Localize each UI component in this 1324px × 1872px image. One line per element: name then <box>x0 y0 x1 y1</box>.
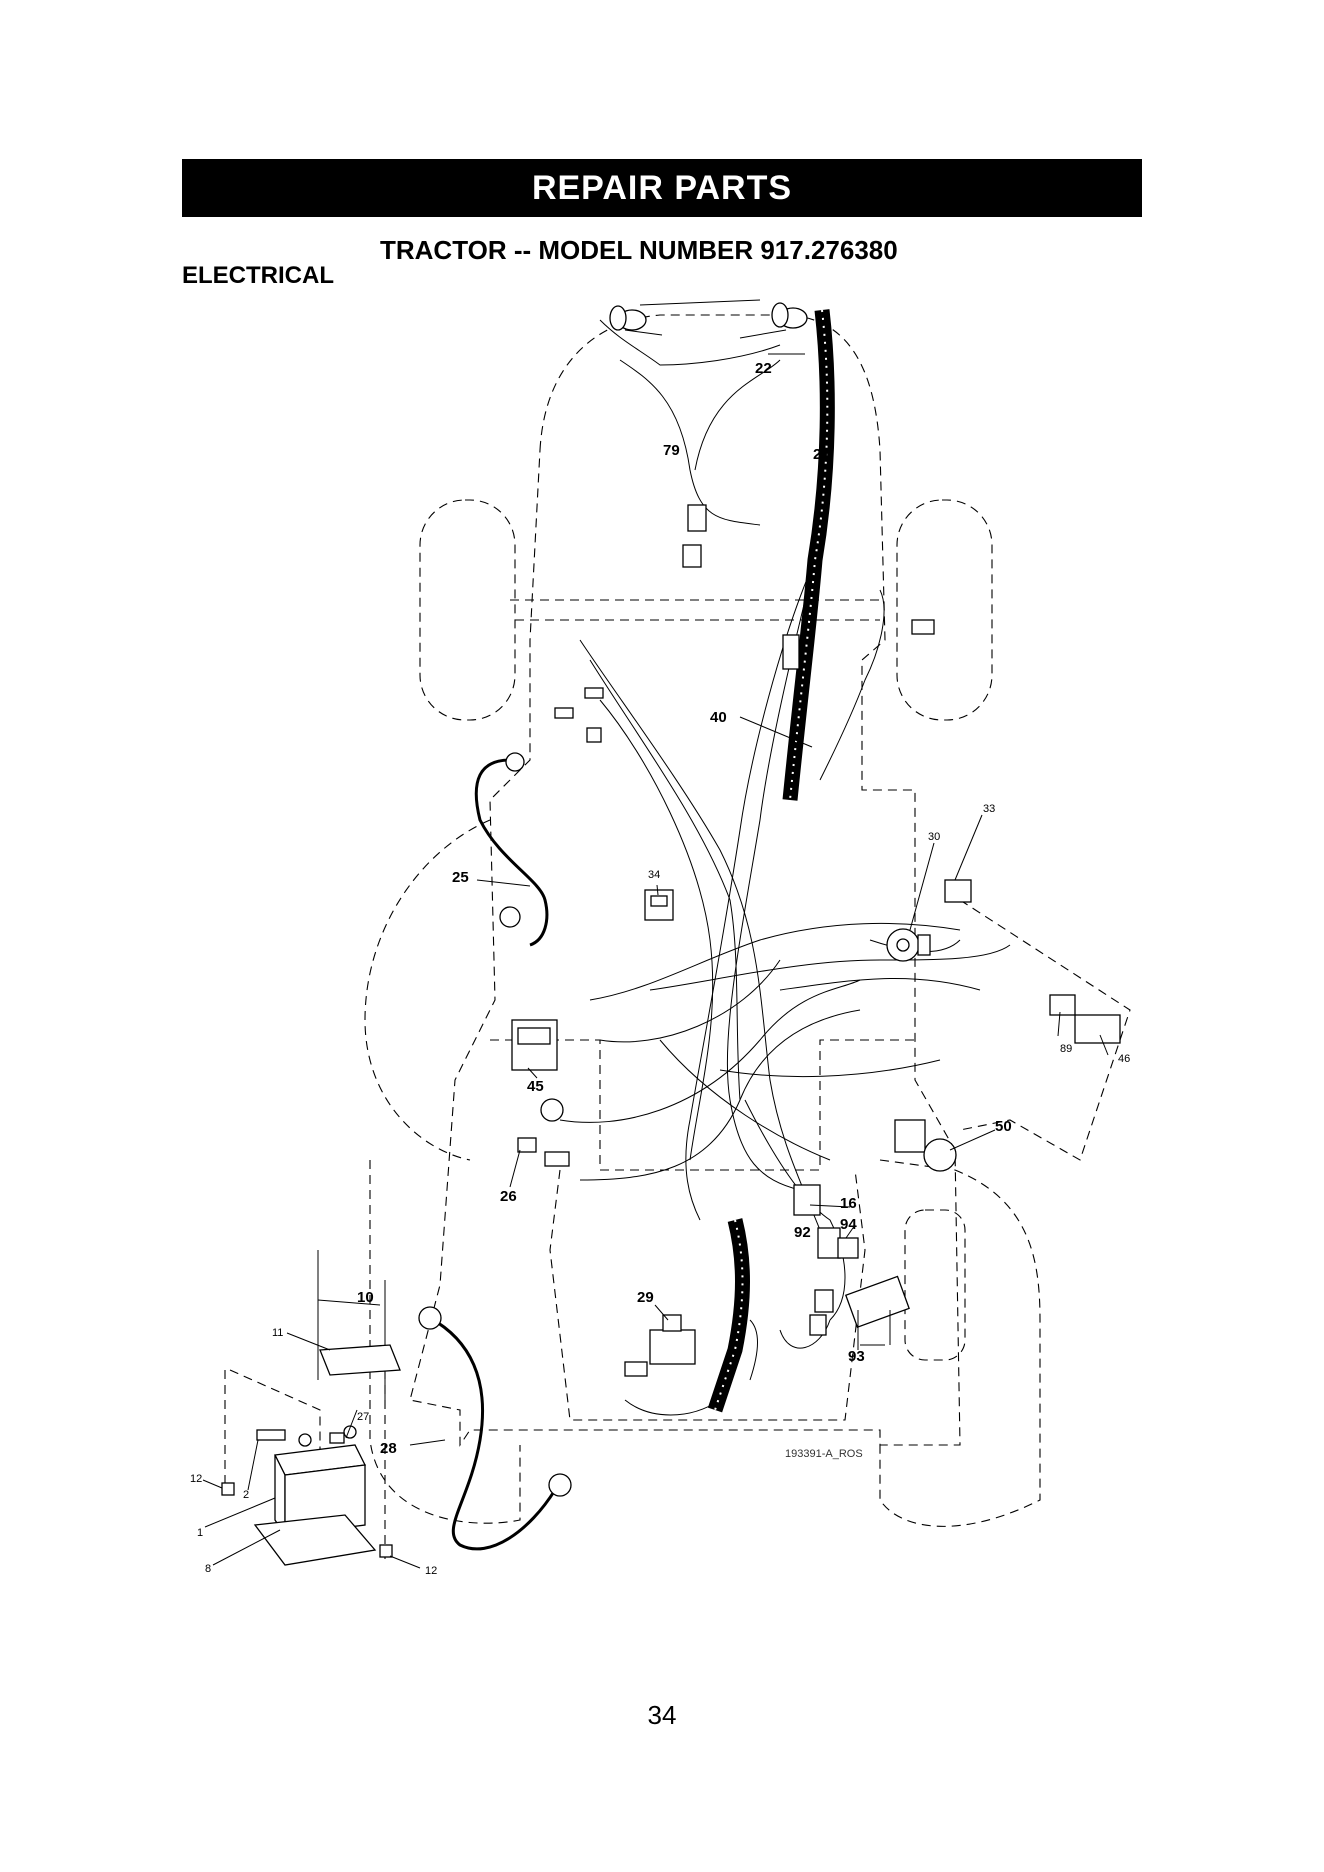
meter-bracket <box>1050 995 1075 1015</box>
wire-loom-upper <box>790 310 827 800</box>
callout-26: 26 <box>500 1188 517 1205</box>
battery-hold-down <box>318 1250 400 1400</box>
callout-10: 10 <box>357 1289 374 1306</box>
ammeter <box>512 1020 557 1070</box>
callout-21: 21 <box>813 446 830 463</box>
callout-2: 2 <box>243 1489 249 1501</box>
fuse <box>518 1138 536 1152</box>
relay-92 <box>818 1228 840 1258</box>
callout-12-right: 12 <box>425 1565 437 1577</box>
harness-plug <box>683 545 701 567</box>
headlight-connector <box>688 505 706 531</box>
fuse-clip <box>545 1152 569 1166</box>
battery-bolt <box>257 1430 285 1440</box>
callout-92: 92 <box>794 1224 811 1241</box>
wiring-harness <box>560 320 1010 1415</box>
battery-cable <box>419 1307 571 1549</box>
callout-25: 25 <box>452 869 469 886</box>
pto-connector <box>912 620 934 634</box>
callout-89: 89 <box>1060 1043 1072 1055</box>
plug-connector <box>810 1315 826 1335</box>
callout-34: 34 <box>648 869 660 881</box>
hex-nut-right <box>380 1545 392 1557</box>
callout-30: 30 <box>928 831 940 843</box>
headlight-left <box>610 306 646 330</box>
callout-1: 1 <box>197 1527 203 1539</box>
safety-switch <box>945 880 971 902</box>
pto-switch <box>895 1120 956 1171</box>
leader-lines <box>203 330 1108 1568</box>
callout-40: 40 <box>710 709 727 726</box>
callout-50: 50 <box>995 1118 1012 1135</box>
battery-nut <box>330 1433 344 1443</box>
page-number: 34 <box>0 1700 1324 1731</box>
clip-94 <box>838 1238 858 1258</box>
diode-connector <box>815 1290 833 1312</box>
headlight-right <box>772 303 807 328</box>
callout-46: 46 <box>1118 1053 1130 1065</box>
hour-meter <box>1075 1015 1120 1043</box>
callout-11: 11 <box>272 1327 283 1339</box>
ground-cable <box>476 753 547 945</box>
callout-45: 45 <box>527 1078 544 1095</box>
callout-8: 8 <box>205 1563 211 1575</box>
callout-29: 29 <box>637 1289 654 1306</box>
callout-28: 28 <box>380 1440 397 1457</box>
drawing-number: 193391-A_ROS <box>785 1448 863 1460</box>
callout-94: 94 <box>840 1216 857 1233</box>
lighting-plug <box>783 635 799 669</box>
callout-93: 93 <box>848 1348 865 1365</box>
fuse-holder <box>555 708 573 718</box>
hex-nut-left <box>222 1483 234 1495</box>
callout-16: 16 <box>840 1195 857 1212</box>
seat-switch <box>625 1315 695 1376</box>
callout-79: 79 <box>663 442 680 459</box>
callout-22: 22 <box>755 360 772 377</box>
ground-terminal <box>541 1099 563 1121</box>
ignition-switch <box>887 929 930 961</box>
electrical-parts-diagram: 22 79 21 40 33 30 25 34 89 46 45 50 26 1… <box>0 0 1324 1680</box>
callout-33: 33 <box>983 803 995 815</box>
fuse-connector <box>585 688 603 698</box>
callout-27: 27 <box>357 1411 369 1423</box>
headlight-switch <box>645 890 673 920</box>
wire-loom-lower <box>715 1220 743 1410</box>
starter-solenoid <box>846 1276 909 1350</box>
terminal-clip <box>587 728 601 742</box>
connector-16 <box>794 1185 820 1215</box>
callout-12-left: 12 <box>190 1473 202 1485</box>
